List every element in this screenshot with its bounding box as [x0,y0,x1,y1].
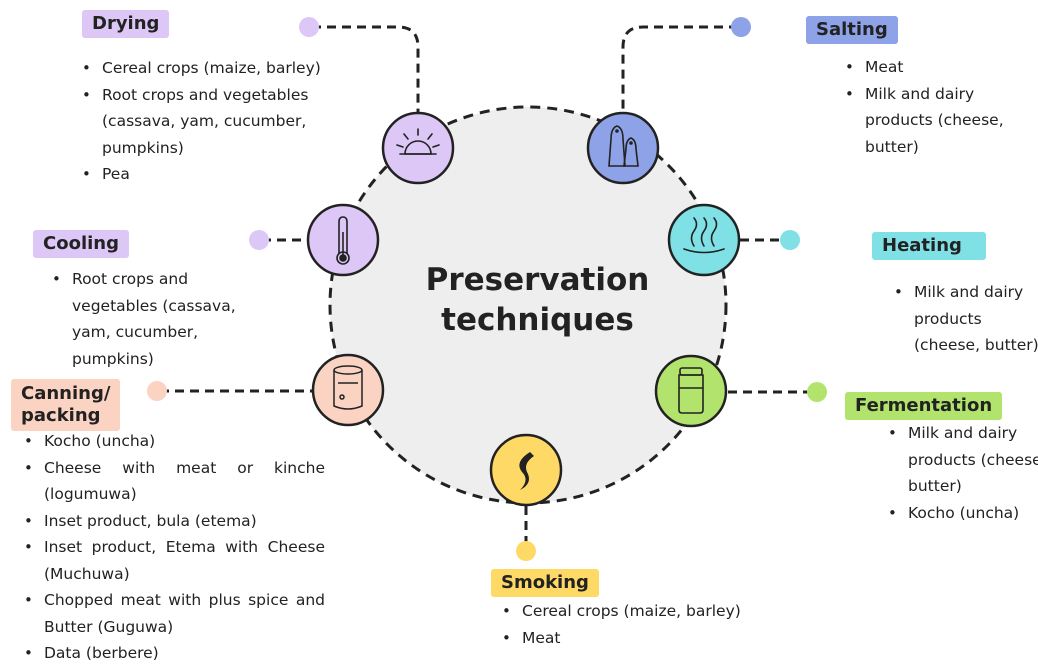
list-item: Meat [845,54,1009,81]
salt-pepper-icon [608,125,639,167]
list-cooling: Root crops and vegetables (cassava, yam,… [50,266,268,372]
list-item: Root crops and vegetables (cassava, yam,… [52,266,268,372]
can-icon [333,365,363,410]
list-smoking: Cereal crops (maize, barley) Meat [500,598,808,651]
list-heating: Milk and dairy products (cheese, butter) [892,279,1038,359]
list-canning: Kocho (uncha) Cheese with meat or kinche… [22,428,325,667]
node-fermentation [654,354,728,428]
node-cooling [306,203,380,277]
list-item: Chopped meat with plus spice and Butter … [24,587,325,640]
node-heating [667,203,741,277]
title-line-1: Preservation [425,262,650,298]
steam-icon [683,217,725,254]
list-item: Pea [82,161,350,188]
list-item: Cheese with meat or kinche (logumuwa) [24,455,325,508]
list-item: Inset product, bula (etema) [24,508,325,535]
list-item: Cereal crops (maize, barley) [502,598,808,625]
list-item: Inset product, Etema with Cheese (Muchuw… [24,534,325,587]
dot-smoking [516,541,536,561]
list-item: Meat [502,625,808,652]
list-fermentation: Milk and dairy products (cheese, butter)… [886,420,1038,526]
node-salting [586,111,660,185]
smoke-icon [519,452,534,490]
connector-salting [621,25,738,112]
dot-cooling [249,230,269,250]
dot-heating [780,230,800,250]
label-heating: Heating [872,232,986,260]
list-item: Milk and dairy products (cheese, butter) [845,81,1009,161]
page-title: Preservation techniques [410,260,665,340]
list-item: Kocho (uncha) [888,500,1038,527]
list-salting: Meat Milk and dairy products (cheese, bu… [843,54,1009,160]
thermometer-icon [336,216,350,265]
dot-drying [299,17,319,37]
list-drying: Cereal crops (maize, barley) Root crops … [80,55,350,188]
title-line-2: techniques [441,302,634,338]
label-canning-line-1: Canning/ [21,383,111,404]
dot-salting [731,17,751,37]
node-smoking [489,433,563,507]
label-fermentation: Fermentation [845,392,1003,420]
list-item: Root crops and vegetables (cassava, yam,… [82,82,350,162]
label-salting: Salting [806,16,898,44]
label-canning-line-2: packing [21,405,101,426]
list-item: Data (berbere) [24,640,325,667]
list-item: Kocho (uncha) [24,428,325,455]
label-drying: Drying [82,10,170,38]
label-cooling: Cooling [33,230,129,258]
label-canning: Canning/ packing [11,379,121,431]
sun-icon [396,128,440,155]
jar-icon [678,367,704,414]
node-canning [311,353,385,427]
label-smoking: Smoking [491,569,599,597]
node-drying [381,111,455,185]
list-item: Cereal crops (maize, barley) [82,55,350,82]
dot-fermentation [807,382,827,402]
list-item: Milk and dairy products (cheese, butter) [894,279,1038,359]
list-item: Milk and dairy products (cheese, butter) [888,420,1038,500]
dot-canning [147,381,167,401]
